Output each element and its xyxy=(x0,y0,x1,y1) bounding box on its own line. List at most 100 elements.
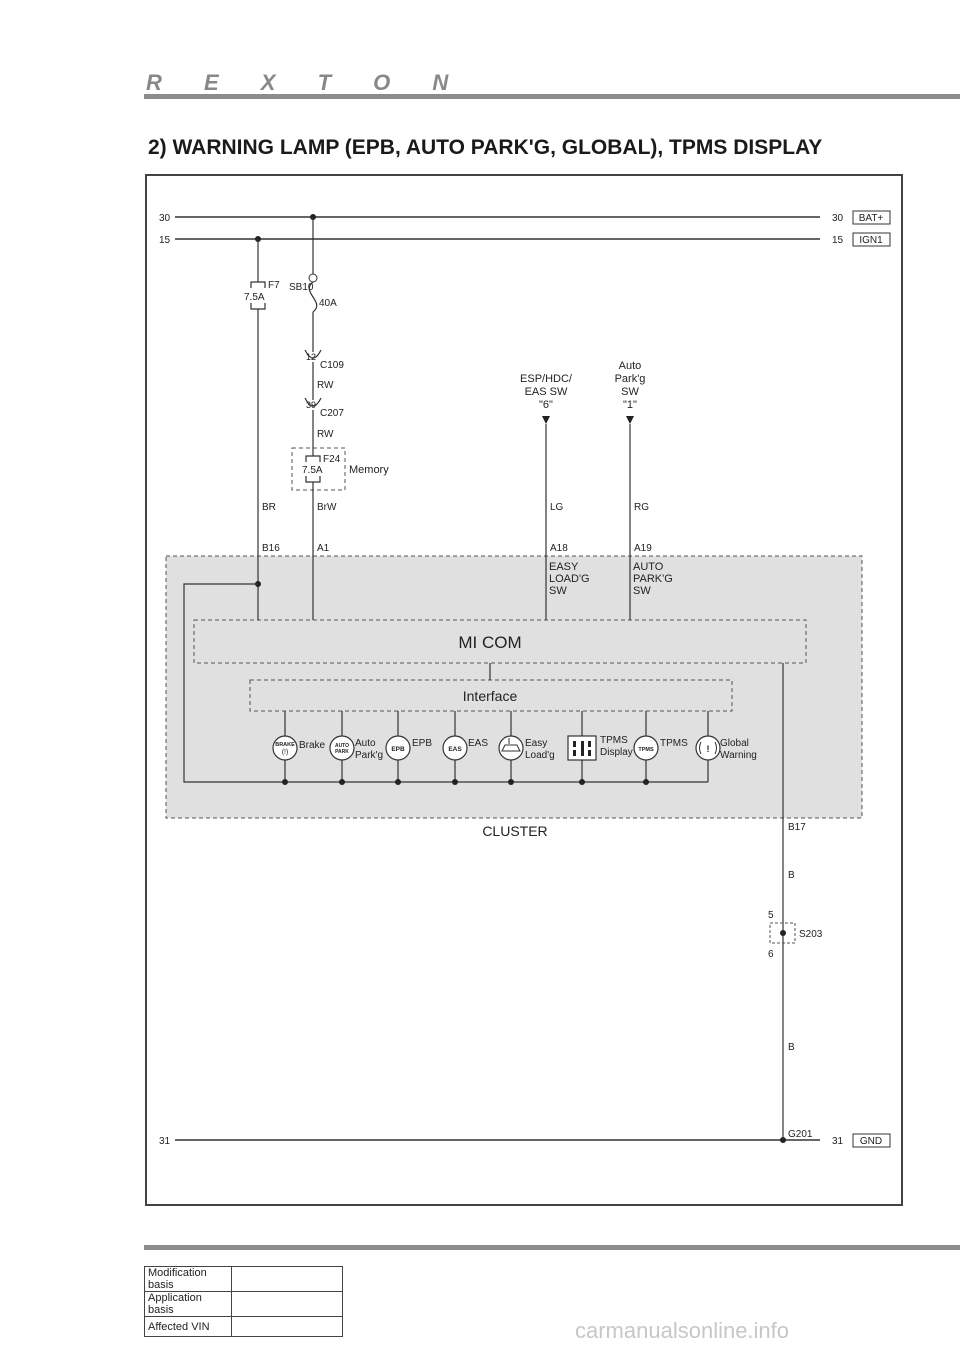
pin-a18-label: A18 xyxy=(550,543,568,554)
fuse-f7-top xyxy=(250,281,266,288)
splice-s203-name: S203 xyxy=(799,929,823,940)
rail-30-left-label: 30 xyxy=(159,213,171,224)
wire-b-1-label: B xyxy=(788,870,795,881)
junction-dot xyxy=(643,779,649,785)
wire-b-2-label: B xyxy=(788,1042,795,1053)
tire-warning-glyph xyxy=(699,741,717,755)
fusible-link-sb10 xyxy=(308,281,318,313)
auto-switch-line-2: Park'g xyxy=(615,373,646,385)
revision-label: Modification basis xyxy=(144,1266,232,1292)
connector-c109-pin: 12 xyxy=(306,352,316,362)
junction-dot xyxy=(508,779,514,785)
revision-value xyxy=(231,1266,343,1292)
auto-switch-line-3: SW xyxy=(621,386,639,398)
tpms-display-label-line-1: TPMS xyxy=(600,735,628,746)
tpms-display-label-line-2: Display xyxy=(600,747,633,758)
auto-switch-line-4: "1" xyxy=(623,399,637,411)
wire-rg-label: RG xyxy=(634,502,649,513)
fuse-f7-name: F7 xyxy=(268,280,280,291)
esp-switch-line-1: ESP/HDC/ xyxy=(520,373,573,385)
fuse-f24-top xyxy=(305,455,321,462)
easy-load-label-line-2: Load'g xyxy=(525,750,555,761)
auto-switch-line-1: Auto xyxy=(619,360,642,372)
interface-label: Interface xyxy=(463,688,518,704)
rail-31-right-label: 31 xyxy=(832,1136,844,1147)
junction-dot xyxy=(395,779,401,785)
rail-30-right-label: 30 xyxy=(832,213,844,224)
splice-s203-box xyxy=(769,922,796,944)
pin-a1-label: A1 xyxy=(317,543,330,554)
fuse-f7-rating: 7.5A xyxy=(244,292,265,303)
brake-lamp-label: Brake xyxy=(299,740,326,751)
wire-lg-label: LG xyxy=(550,502,564,513)
rail-15-right-label: 15 xyxy=(832,235,844,246)
auto-park-icon-line-2: PARK xyxy=(335,749,349,755)
esp-switch-arrow xyxy=(542,416,550,424)
revision-value xyxy=(231,1291,343,1317)
revision-value xyxy=(231,1316,343,1337)
tpms-lamp-text: TPMS xyxy=(638,747,654,753)
connector-c109-name: C109 xyxy=(320,360,344,371)
table-row: Application basis xyxy=(144,1291,343,1317)
bat-tag-box xyxy=(852,210,891,225)
rail-15-left-label: 15 xyxy=(159,235,171,246)
pin-a19-label: A19 xyxy=(634,543,652,554)
ign-tag-box xyxy=(852,232,891,247)
revision-label: Application basis xyxy=(144,1291,232,1317)
wire-brw-label: BrW xyxy=(317,502,337,513)
rexton-logo: R E X T O N xyxy=(146,70,467,95)
auto-park-sw-line-2: PARK'G xyxy=(633,573,673,585)
fuse-sb10-name: SB10 xyxy=(289,282,314,293)
fuse-f24-name: F24 xyxy=(323,454,341,465)
footer-divider xyxy=(144,1245,960,1250)
brake-lamp-text: BRAKE xyxy=(275,742,295,748)
memory-label: Memory xyxy=(349,464,389,476)
watermark: carmanualsonline.info xyxy=(575,1318,790,1343)
global-warning-label-line-2: Warning xyxy=(720,750,757,761)
header-divider xyxy=(144,94,960,99)
tpms-lamp-icon xyxy=(633,735,659,761)
fuse-sb10-rating: 40A xyxy=(319,298,337,309)
pin-b17-label: B17 xyxy=(788,822,806,833)
wire-br-label: BR xyxy=(262,502,276,513)
global-warning-label-line-1: Global xyxy=(720,738,749,749)
fuse-f24-bottom xyxy=(305,476,321,483)
table-row: Affected VIN xyxy=(144,1316,343,1337)
revision-label: Affected VIN xyxy=(144,1316,232,1337)
tpms-display-seg xyxy=(581,741,584,756)
gnd-tag-box xyxy=(852,1133,891,1148)
auto-park-label-line-1: Auto xyxy=(355,738,376,749)
brake-lamp-icon xyxy=(272,735,298,761)
auto-park-lamp-icon xyxy=(329,735,355,761)
easy-load-sw-line-1: EASY xyxy=(549,561,579,573)
tpms-display-seg xyxy=(573,750,576,756)
easy-load-sw-line-3: SW xyxy=(549,585,567,597)
eas-lamp-label: EAS xyxy=(468,738,488,749)
epb-lamp-label: EPB xyxy=(412,738,432,749)
auto-park-icon-line-1: AUTO xyxy=(335,743,349,749)
micom-label: MI COM xyxy=(458,633,521,652)
junction-dot xyxy=(339,779,345,785)
rail-31-left-label: 31 xyxy=(159,1136,171,1147)
brake-lamp-glyph: (!) xyxy=(282,749,289,756)
fuse-f7-bottom xyxy=(250,303,266,310)
eas-lamp-text: EAS xyxy=(448,746,462,753)
epb-lamp-icon xyxy=(385,735,411,761)
auto-park-sw-line-3: SW xyxy=(633,585,651,597)
interface-box xyxy=(249,679,733,712)
junction-dot xyxy=(579,779,585,785)
memory-fuse-box xyxy=(291,447,346,491)
tpms-display-seg xyxy=(573,741,576,747)
splice-s203-pin-out: 6 xyxy=(768,949,774,960)
tire-warning-mark: ! xyxy=(707,744,710,754)
fusible-link-sb10-end xyxy=(308,273,318,283)
auto-park-label-line-2: Park'g xyxy=(355,750,383,761)
diagram-frame xyxy=(145,174,903,1206)
tire-warning-icon xyxy=(695,735,721,761)
eas-lamp-icon xyxy=(442,735,468,761)
tpms-display-seg xyxy=(588,741,591,747)
car-load-glyph xyxy=(501,744,521,752)
lamp-common-bus xyxy=(183,583,708,783)
junction-dot xyxy=(452,779,458,785)
